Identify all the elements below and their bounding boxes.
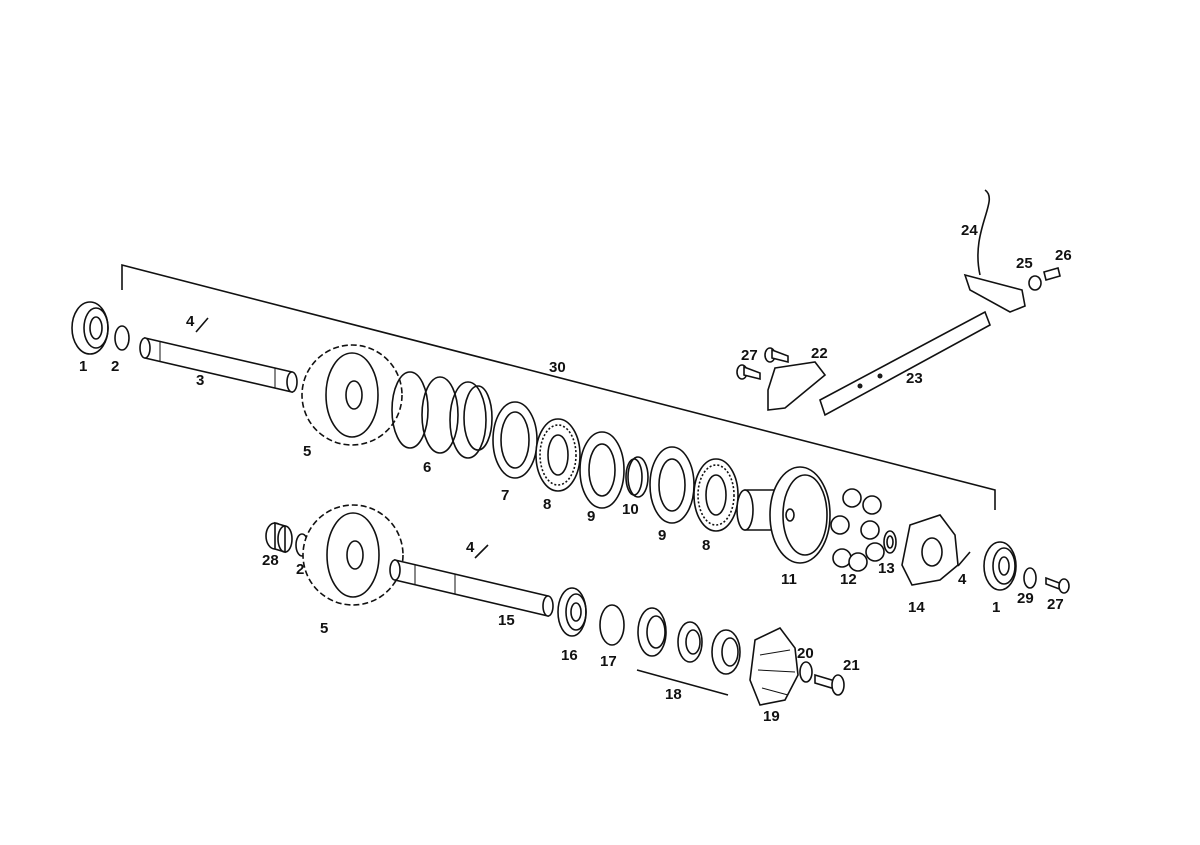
part-label: 23 [906, 370, 923, 387]
part-label: 27 [1047, 596, 1064, 613]
part-label: 3 [196, 372, 204, 389]
part-label: 27 [741, 347, 758, 364]
shaft-part [389, 558, 554, 618]
part-label: 2 [296, 561, 304, 578]
assembly-bracket [121, 263, 996, 510]
part-label: 5 [320, 620, 328, 637]
spring-part [391, 371, 493, 459]
clutch-bell-part [736, 466, 831, 564]
lever-rod-part [819, 310, 991, 417]
small-washer-part [799, 661, 813, 683]
friction-disc-part [693, 458, 739, 532]
key-part [474, 544, 489, 559]
shaft-part [139, 336, 298, 394]
part-label: 4 [958, 571, 967, 588]
bolt-part [736, 347, 789, 381]
small-washer-part [883, 530, 897, 554]
part-label: 25 [1016, 255, 1033, 272]
seal-part [637, 607, 741, 675]
bearing-part [71, 301, 109, 355]
washer-part [492, 401, 538, 479]
roller-balls-part [830, 488, 885, 572]
ramp-plate-part [901, 514, 959, 586]
bearing-part [557, 587, 587, 637]
part-label: 15 [498, 612, 515, 629]
part-label: 4 [186, 313, 195, 330]
part-label: 21 [843, 657, 860, 674]
bracket-part [767, 361, 827, 411]
washer-part [579, 431, 625, 509]
part-label: 7 [501, 487, 509, 504]
part-label: 5 [303, 443, 311, 460]
part-label: 16 [561, 647, 578, 664]
part-label: 22 [811, 345, 828, 362]
small-washer-part [1023, 567, 1037, 589]
part-label: 17 [600, 653, 617, 670]
part-label: 13 [878, 560, 895, 577]
key-part [195, 317, 209, 333]
impeller-part [749, 626, 799, 706]
key-part [957, 551, 971, 567]
gear-part [301, 344, 403, 446]
seal-group-line [636, 669, 729, 696]
bolt-part [1043, 267, 1061, 281]
part-label: 18 [665, 686, 682, 703]
part-label: 6 [423, 459, 431, 476]
part-label: 8 [702, 537, 710, 554]
ring-part [625, 456, 649, 498]
washer-part [649, 446, 695, 524]
part-label: 10 [622, 501, 639, 518]
needle-bearing-part [265, 521, 293, 554]
part-label: 8 [543, 496, 551, 513]
circlip-part [599, 604, 625, 646]
part-label: 2 [111, 358, 119, 375]
friction-disc-part [535, 418, 581, 492]
part-label: 9 [587, 508, 595, 525]
part-label: 1 [992, 599, 1000, 616]
small-washer-part [1028, 275, 1042, 291]
part-label: 24 [961, 222, 978, 239]
screw-part [814, 673, 845, 696]
cable-lever-part [963, 189, 1026, 313]
part-label: 4 [466, 539, 475, 556]
gear-part [302, 504, 404, 606]
bearing-part [983, 541, 1017, 591]
part-label: 20 [797, 645, 814, 662]
part-label: 12 [840, 571, 857, 588]
part-label: 9 [658, 527, 666, 544]
part-label: 26 [1055, 247, 1072, 264]
part-label: 28 [262, 552, 279, 569]
part-label: 1 [79, 358, 87, 375]
part-label: 11 [781, 571, 797, 588]
bolt-part [1045, 576, 1070, 594]
circlip-part [114, 325, 130, 351]
part-label: 30 [549, 359, 566, 376]
part-label: 19 [763, 708, 780, 725]
part-label: 29 [1017, 590, 1034, 607]
part-label: 14 [908, 599, 925, 616]
